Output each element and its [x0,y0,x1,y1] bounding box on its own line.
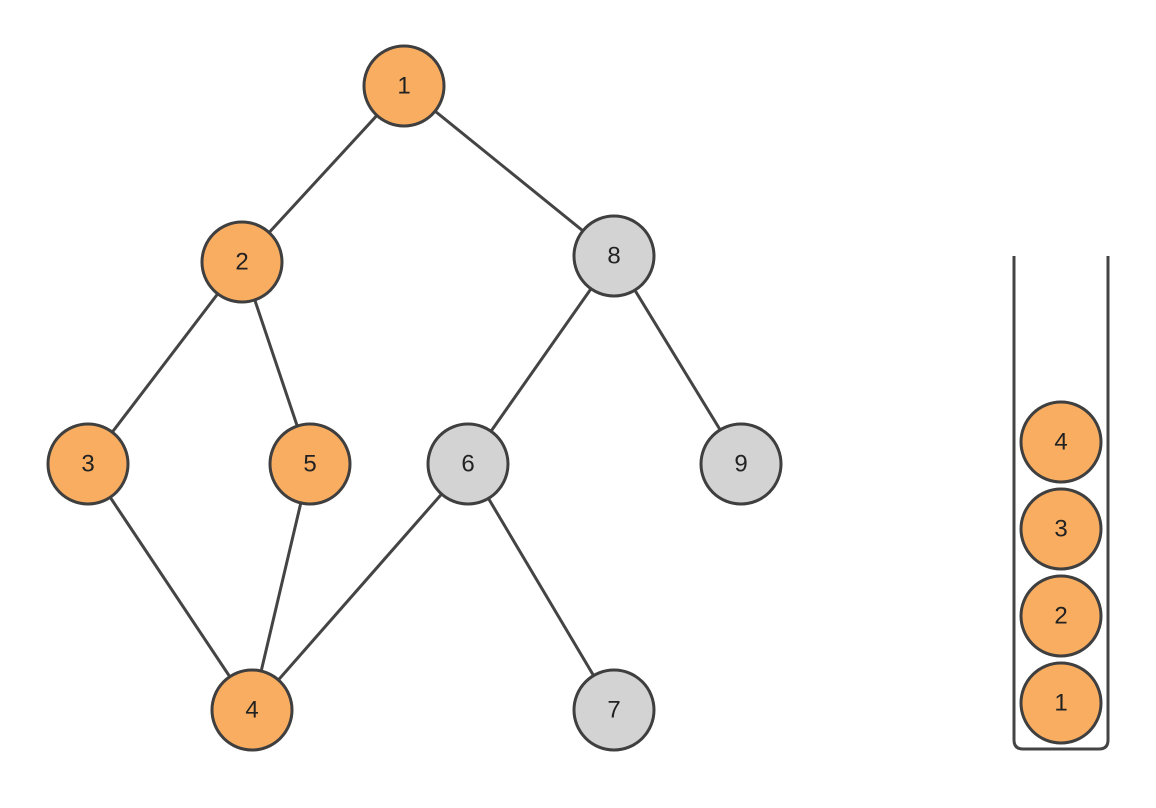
edge-8-6 [466,255,616,465]
graph-node-9: 9 [699,422,783,506]
node-label: 3 [81,451,94,478]
node-circle [210,668,294,752]
graph-node-4: 4 [210,668,294,752]
edge-3-4 [86,463,254,711]
edge-2-3 [86,261,244,465]
stack-item-3: 3 [1019,487,1103,571]
graph-node-2: 2 [200,220,284,304]
graph-node-5: 5 [268,422,352,506]
node-label: 6 [461,451,474,478]
graph-edges [86,84,743,711]
graph-node-7: 7 [572,668,656,752]
edge-1-8 [403,84,615,258]
stack-item-label: 4 [1054,429,1067,456]
edge-5-4 [250,463,312,711]
graph-node-1: 1 [362,44,446,128]
graph-nodes: 1 2 8 3 5 6 9 4 7 [46,44,783,752]
stack: 1 2 3 4 [1012,256,1110,751]
graph-node-3: 3 [46,422,130,506]
stack-item-4: 4 [1019,400,1103,484]
stack-item-1: 1 [1019,661,1103,745]
stack-item-circle [1019,400,1103,484]
node-label: 2 [235,249,248,276]
node-circle [362,44,446,128]
node-label: 1 [397,73,410,100]
node-label: 5 [303,451,316,478]
stack-item-2: 2 [1019,574,1103,658]
node-circle [426,422,510,506]
stack-item-label: 1 [1054,690,1067,717]
stack-item-circle [1019,574,1103,658]
graph-node-8: 8 [572,214,656,298]
stack-item-circle [1019,661,1103,745]
node-circle [572,214,656,298]
edge-6-7 [466,463,616,711]
stack-item-circle [1019,487,1103,571]
node-label: 8 [607,243,620,270]
graph-node-6: 6 [426,422,510,506]
node-circle [572,668,656,752]
node-circle [46,422,130,506]
edge-6-4 [250,463,470,711]
stack-container [1012,256,1110,751]
stack-item-label: 2 [1054,603,1067,630]
node-label: 9 [734,451,747,478]
node-label: 4 [245,697,258,724]
node-circle [200,220,284,304]
node-label: 7 [607,697,620,724]
node-circle [699,422,783,506]
stack-items: 1 2 3 4 [1019,400,1103,745]
stack-item-label: 3 [1054,516,1067,543]
node-circle [268,422,352,506]
